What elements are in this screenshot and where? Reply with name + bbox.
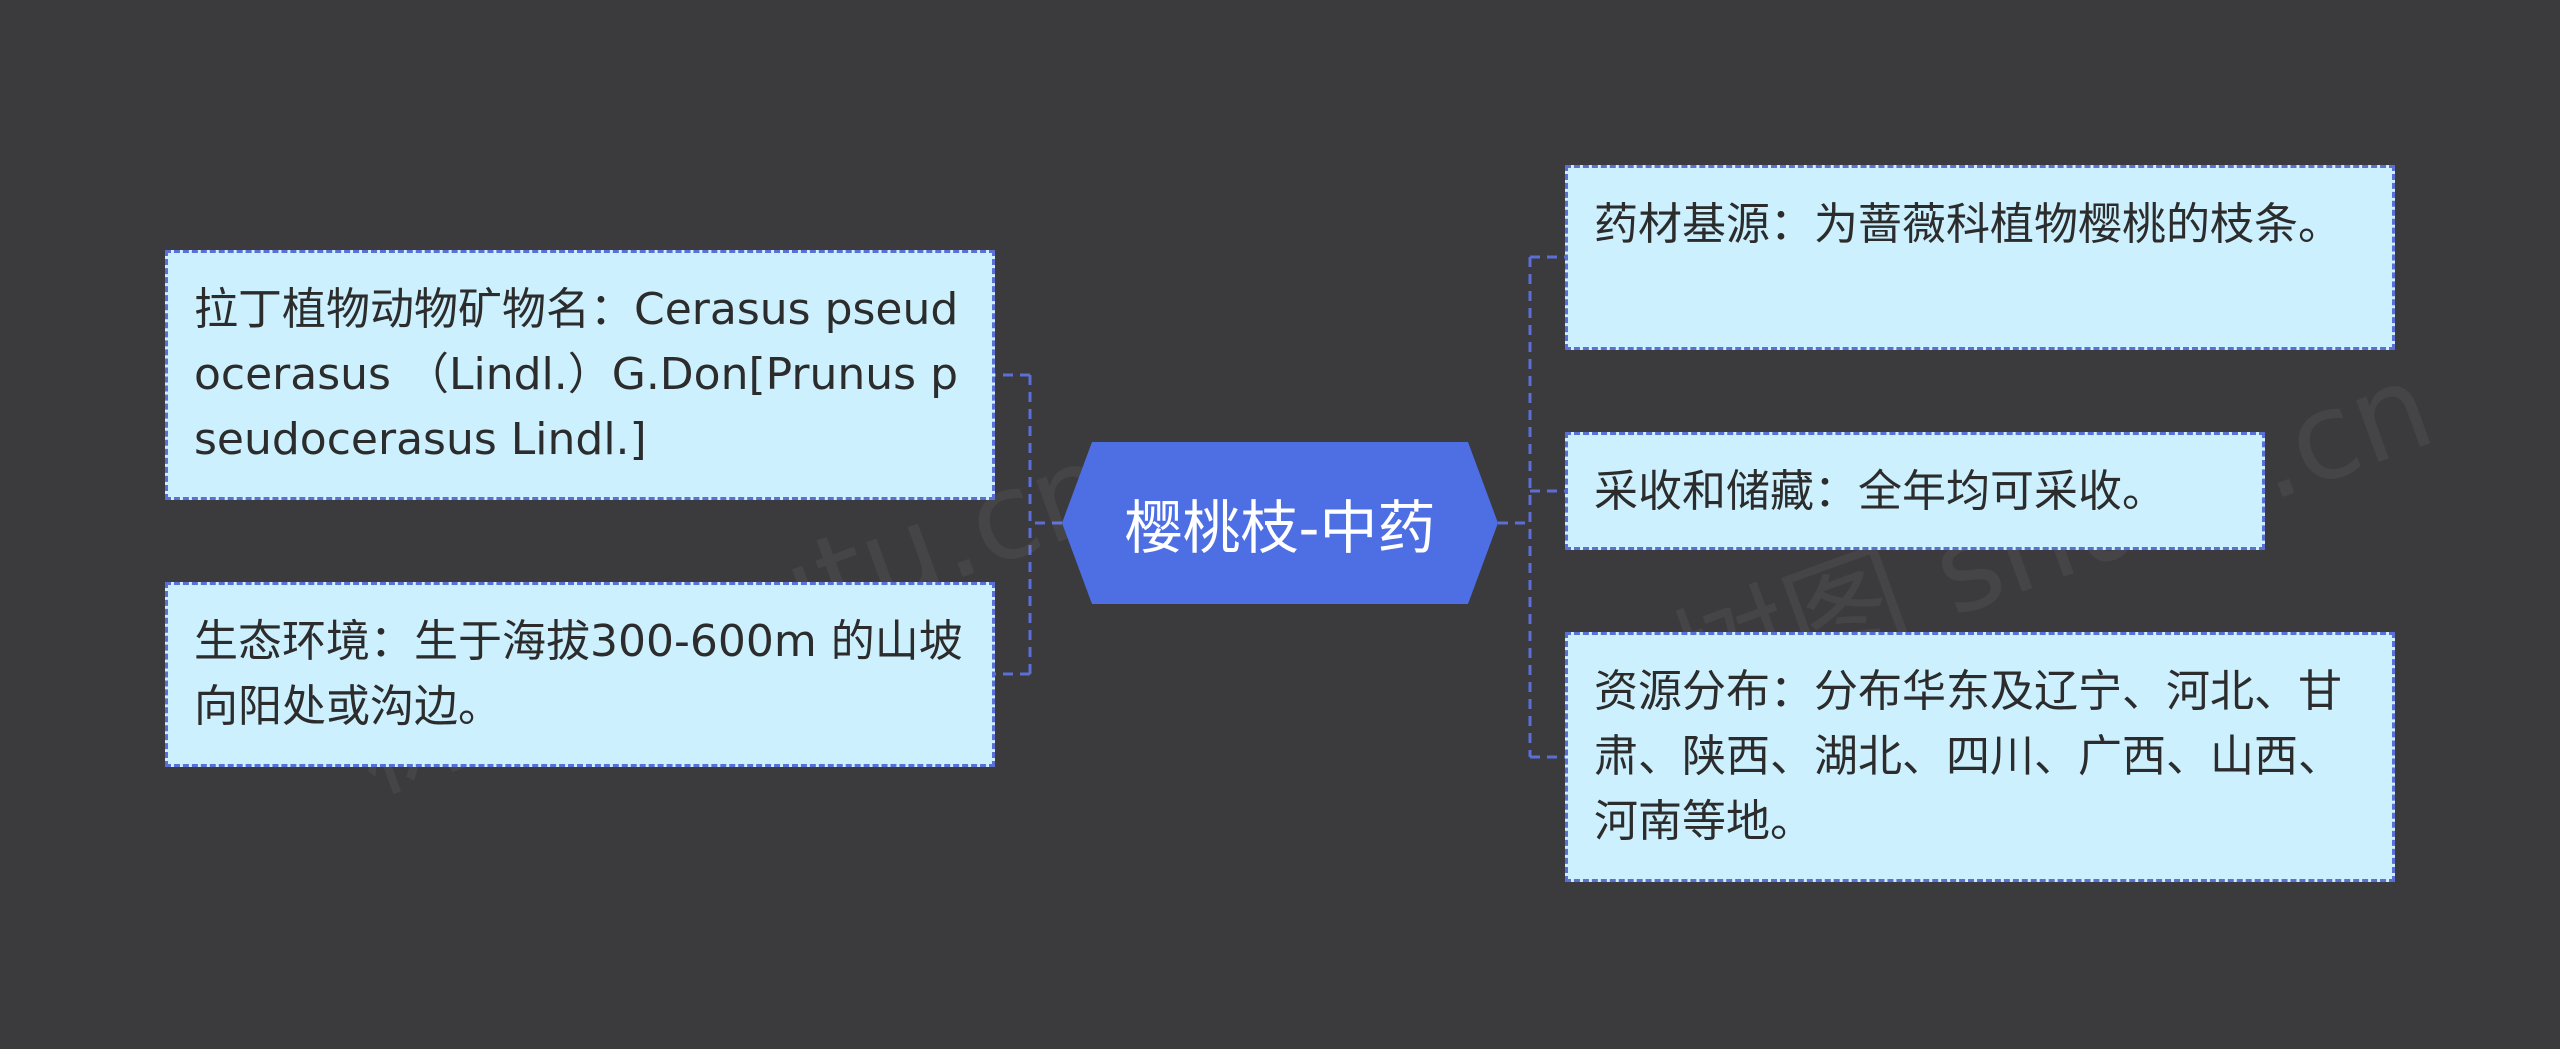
topic-distribution[interactable]: 资源分布：分布华东及辽宁、河北、甘肃、陕西、湖北、四川、广西、山西、河南等地。 [1565, 632, 2395, 882]
topic-harvest-storage[interactable]: 采收和储藏：全年均可采收。 [1565, 432, 2265, 550]
central-topic-label: 樱桃枝-中药 [1124, 494, 1436, 562]
topic-source[interactable]: 药材基源：为蔷薇科植物樱桃的枝条。 [1565, 165, 2395, 350]
central-topic[interactable]: 樱桃枝-中药 [1062, 442, 1498, 604]
topic-latin-name[interactable]: 拉丁植物动物矿物名：Cerasus pseudocerasus （Lindl.）… [165, 250, 995, 500]
topic-habitat[interactable]: 生态环境：生于海拔300-600m 的山坡向阳处或沟边。 [165, 582, 995, 767]
central-topic-shape [1062, 442, 1498, 604]
